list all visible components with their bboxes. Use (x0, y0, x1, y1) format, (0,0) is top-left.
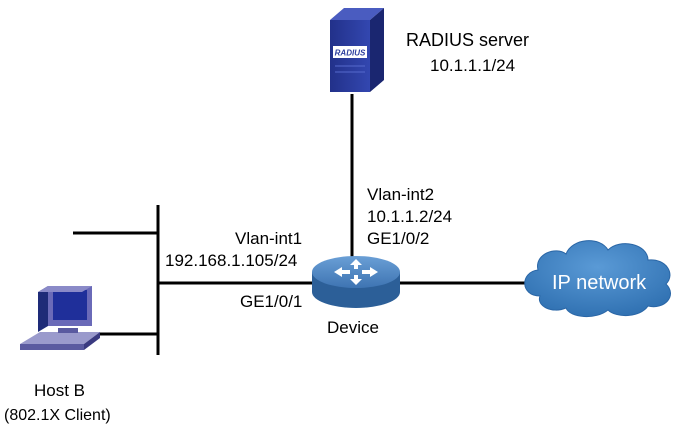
server-ip: 10.1.1.1/24 (430, 56, 516, 75)
cloud-icon (524, 240, 671, 317)
host-name: Host B (34, 381, 86, 400)
ip-network-label: IP network (552, 272, 647, 294)
vlan-int2-ip: 10.1.1.2/24 (367, 207, 453, 226)
server-name: RADIUS server (406, 30, 530, 50)
computer-icon (20, 286, 100, 350)
device-name: Device (327, 318, 379, 337)
server-badge: RADIUS (335, 49, 366, 58)
links (73, 94, 530, 355)
router-icon (312, 256, 400, 308)
vlan-int1-port: GE1/0/1 (240, 292, 303, 311)
vlan-int2-label: Vlan-int2 (367, 185, 435, 204)
vlan-int1-label: Vlan-int1 (235, 229, 303, 248)
host-role: (802.1X Client) (4, 407, 111, 424)
server-icon: RADIUS (330, 8, 384, 92)
vlan-int1-ip: 192.168.1.105/24 (165, 251, 298, 270)
vlan-int2-port: GE1/0/2 (367, 229, 430, 248)
